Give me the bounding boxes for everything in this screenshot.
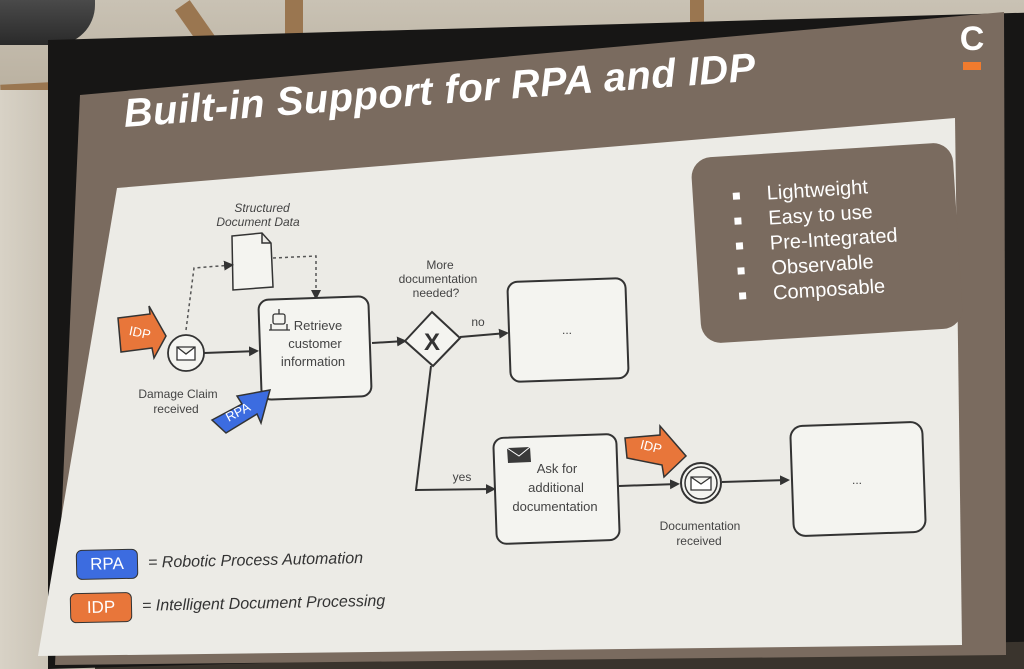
envelope-icon [690, 476, 712, 491]
placeholder-bottom-label: ... [852, 473, 862, 487]
logo-letter: C [959, 20, 985, 58]
task-ask-label: documentation [512, 499, 597, 514]
doc-received-label: received [676, 534, 721, 548]
idp-badge-arrow [624, 423, 688, 479]
document-icon [231, 232, 274, 291]
task-retrieve-label: customer [288, 336, 342, 351]
structured-doc-label: Document Data [216, 215, 300, 229]
legend-rpa-tag: RPA [75, 548, 139, 581]
data-association [272, 255, 321, 300]
structured-doc-label: Structured [234, 201, 290, 215]
gateway-x-symbol: X [424, 329, 440, 356]
catch-event-doc-received [680, 462, 722, 504]
start-event-label: Damage Claim [138, 387, 217, 401]
sequence-flow [203, 346, 259, 357]
robot-icon [269, 309, 290, 331]
flow-label-yes: yes [453, 470, 472, 484]
data-association [185, 260, 234, 331]
task-placeholder-top [506, 277, 630, 383]
sequence-flow [721, 475, 790, 486]
legend-idp-text: = Intelligent Document Processing [141, 592, 386, 615]
sequence-flow-yes [414, 365, 496, 495]
task-ask-label: additional [528, 480, 584, 495]
start-event-label: received [153, 402, 198, 416]
sequence-flow [618, 479, 680, 490]
flow-label-no: no [471, 315, 485, 329]
legend-idp-tag: IDP [69, 592, 133, 624]
placeholder-top-label: ... [562, 323, 572, 337]
legend-rpa-text: = Robotic Process Automation [147, 549, 364, 572]
gateway-question: documentation [399, 272, 478, 286]
task-retrieve-customer-info [257, 295, 373, 401]
gateway-question: More [426, 258, 454, 272]
logo-accent-bar [963, 62, 981, 70]
envelope-icon [176, 346, 196, 361]
start-event-damage-claim [167, 334, 205, 372]
task-retrieve-label: Retrieve [294, 318, 342, 333]
envelope-flap [506, 446, 531, 457]
task-placeholder-bottom [789, 421, 927, 537]
exclusive-gateway [403, 310, 462, 368]
sequence-flow [371, 336, 407, 347]
task-retrieve-label: information [281, 354, 345, 369]
idp-badge-label: IDP [639, 437, 664, 457]
gateway-question: needed? [413, 286, 460, 300]
brand-logo: C [958, 22, 986, 74]
sequence-flow-no [459, 328, 509, 339]
rpa-badge-arrow [210, 389, 272, 434]
idp-badge-arrow [117, 305, 167, 361]
legend-rpa: RPA = Robotic Process Automation [75, 544, 364, 581]
catch-event-inner-ring [684, 466, 718, 500]
doc-received-label: Documentation [660, 519, 741, 533]
task-ask-label: Ask for [537, 461, 578, 476]
idp-badge-label: IDP [128, 323, 152, 342]
